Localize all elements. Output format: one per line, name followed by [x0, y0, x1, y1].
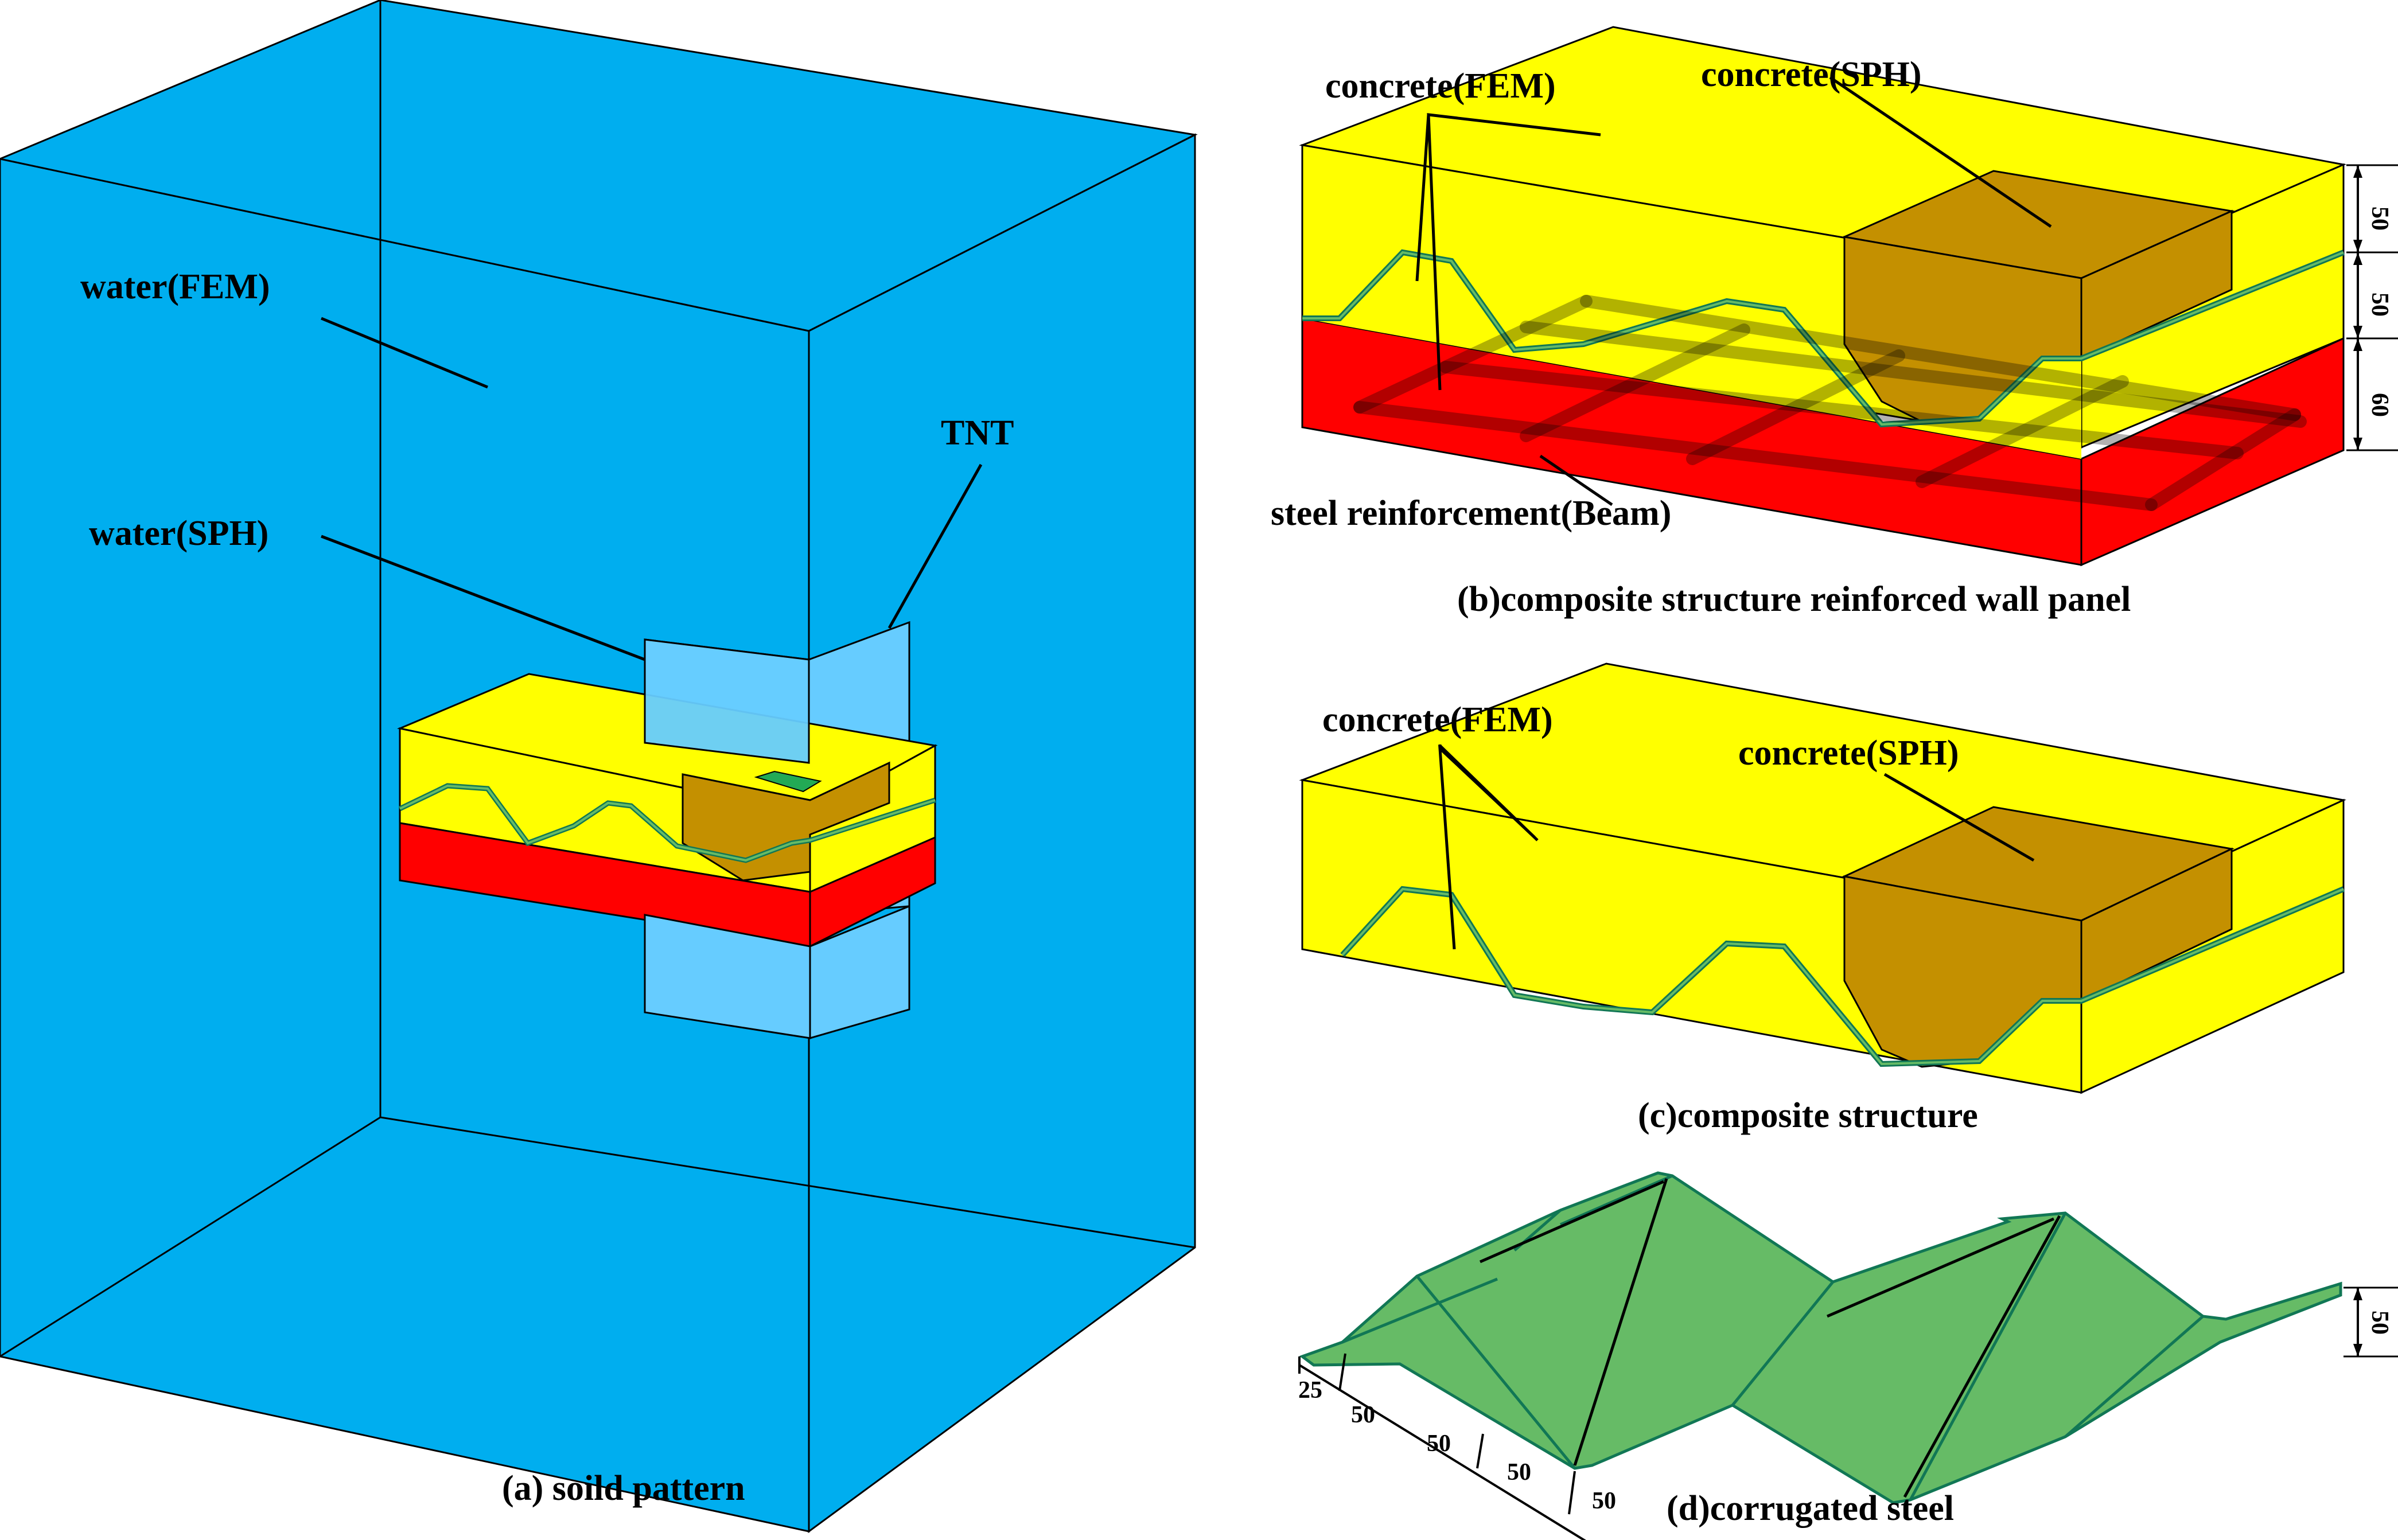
dimension-d-5: 50 — [1592, 1488, 1616, 1514]
dimension-d-4: 50 — [1507, 1459, 1531, 1486]
panel-d: 50 25 50 50 50 50 (d)corrugated steel — [1298, 1171, 2398, 1540]
label-b-steel: steel reinforcement(Beam) — [1271, 494, 1671, 533]
dimension-bar-d — [2344, 1286, 2398, 1358]
label-c-concrete-fem: concrete(FEM) — [1322, 700, 1553, 739]
dimension-d-1: 25 — [1298, 1377, 1322, 1403]
dimension-b-1: 50 — [2366, 206, 2393, 231]
panel-c: concrete(FEM) concrete(SPH) (c)composite… — [1299, 662, 2346, 1135]
corrugated-sheet-d — [1299, 1171, 2342, 1504]
dimension-d-3: 50 — [1427, 1430, 1451, 1457]
caption-a: (a) soild pattern — [502, 1469, 745, 1508]
dimension-b-3: 60 — [2366, 393, 2393, 417]
tnt-charge — [754, 770, 822, 793]
label-water-sph: water(SPH) — [89, 514, 268, 553]
dimension-b-2: 50 — [2366, 293, 2393, 317]
caption-c: (c)composite structure — [1638, 1096, 1978, 1135]
label-b-concrete-sph: concrete(SPH) — [1701, 55, 1921, 94]
slab-c-sph-side — [2080, 847, 2233, 1003]
water-sph-column-front — [644, 638, 810, 764]
pitch-dimensions-d — [1298, 1353, 1586, 1540]
dimension-d-2: 50 — [1351, 1402, 1375, 1428]
slab-a-red-side — [809, 836, 936, 948]
steel-reinforcement-grid — [1353, 295, 2307, 511]
label-water-fem: water(FEM) — [80, 267, 270, 306]
slab-a-sph — [682, 761, 890, 882]
caption-b: (b)composite structure reinforced wall p… — [1457, 580, 2131, 619]
label-b-concrete-fem: concrete(FEM) — [1325, 67, 1556, 106]
slab-b-sph-side — [2080, 209, 2233, 360]
dimension-bar-b — [2346, 164, 2398, 451]
caption-d: (d)corrugated steel — [1667, 1489, 1954, 1528]
dimension-d-height: 50 — [2366, 1311, 2393, 1335]
label-tnt: TNT — [941, 414, 1014, 453]
slab-b-red-side — [2080, 337, 2345, 567]
panel-a: water(FEM) water(SPH) TNT (a) soild patt… — [0, 0, 1198, 1533]
panel-b: 50 50 60 concrete(FEM) concrete(SPH) ste… — [1271, 26, 2398, 619]
label-c-concrete-sph: concrete(SPH) — [1738, 734, 1959, 773]
